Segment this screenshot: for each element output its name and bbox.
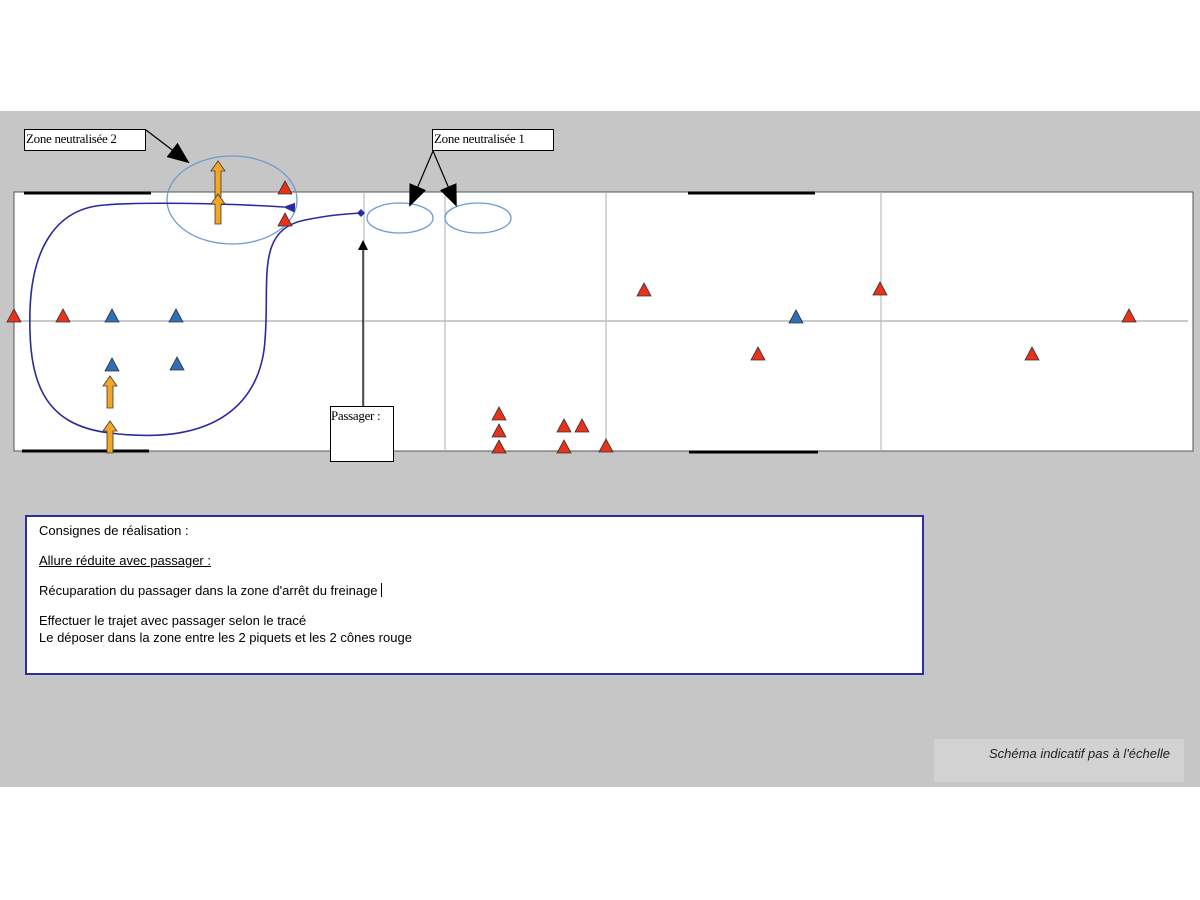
pointer-arrow (432, 150, 457, 207)
blue-cone-icon (788, 309, 804, 324)
red-cone-icon (6, 308, 22, 323)
red-cone-icon (55, 308, 71, 323)
red-cone-icon (574, 418, 590, 433)
yellow-arrow-icon (102, 420, 118, 454)
blue-cone-icon (104, 357, 120, 372)
red-cone-icon (636, 282, 652, 297)
pointer-arrow (145, 129, 190, 164)
red-cone-icon (556, 439, 572, 454)
red-cone-icon (277, 212, 293, 227)
red-cone-icon (491, 423, 507, 438)
blue-cone-icon (104, 308, 120, 323)
instructions-line: Récuparation du passager dans la zone d'… (39, 582, 910, 599)
passager-label: Passager : (330, 406, 394, 462)
scale-note: Schéma indicatif pas à l'échelle (934, 739, 1184, 782)
instructions-title: Consignes de réalisation : (39, 523, 189, 538)
red-cone-icon (491, 439, 507, 454)
yellow-arrow-icon (102, 375, 118, 409)
red-cone-icon (277, 180, 293, 195)
zone-neutralisee-1-label: Zone neutralisée 1 (432, 129, 554, 151)
red-cone-icon (556, 418, 572, 433)
zone-neutralisee-1-ellipse (366, 202, 434, 234)
zone-neutralisee-2-ellipse (166, 155, 298, 245)
blue-cone-icon (168, 308, 184, 323)
blue-cone-icon (169, 356, 185, 371)
yellow-arrow-icon (210, 160, 226, 198)
red-cone-icon (491, 406, 507, 421)
zone-neutralisee-2-label: Zone neutralisée 2 (24, 129, 146, 151)
red-cone-icon (750, 346, 766, 361)
pointer-arrow (409, 150, 434, 207)
zone-neutralisee-1-ellipse (444, 202, 512, 234)
red-cone-icon (1121, 308, 1137, 323)
instructions-subtitle: Allure réduite avec passager : (39, 553, 211, 568)
driving-path (29, 202, 365, 437)
text-caret (380, 583, 382, 597)
instructions-box[interactable]: Consignes de réalisation : Allure réduit… (25, 515, 924, 675)
red-cone-icon (598, 438, 614, 453)
instructions-line: Effectuer le trajet avec passager selon … (39, 613, 307, 628)
yellow-arrow-icon (210, 193, 226, 225)
red-cone-icon (872, 281, 888, 296)
instructions-line: Le déposer dans la zone entre les 2 piqu… (39, 630, 412, 645)
red-cone-icon (1024, 346, 1040, 361)
instructions-line-text: Récuparation du passager dans la zone d'… (39, 583, 378, 598)
